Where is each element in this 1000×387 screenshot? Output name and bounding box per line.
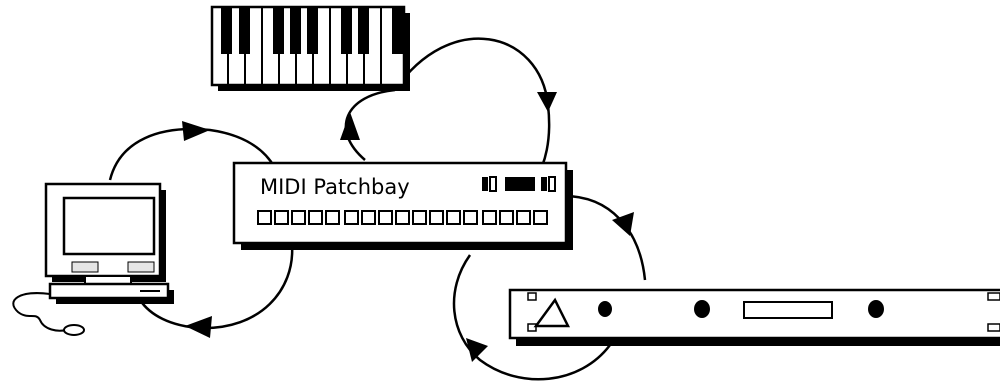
monitor-screen <box>62 196 156 256</box>
midi-keyboard-icon <box>210 5 410 91</box>
computer-base <box>48 282 170 300</box>
rack-loop-arc-bottom <box>452 254 611 381</box>
rack-knob-2 <box>694 300 710 318</box>
rack-ear-left-bottom <box>527 323 537 332</box>
patchbay-label: MIDI Patchbay <box>260 175 410 199</box>
patchbay-indicator-leds <box>482 176 556 192</box>
keyboard-connection-loop <box>344 37 551 181</box>
keyboard-loop-arc-return <box>393 37 551 181</box>
mouse-cable <box>12 292 67 332</box>
patchbay-port-row <box>257 210 548 225</box>
warning-triangle-icon <box>533 297 571 328</box>
arrow-to-computer-from-patchbay <box>185 316 212 338</box>
rack-loop-arc-top <box>561 194 647 281</box>
rack-sound-module-icon <box>508 288 1000 346</box>
rack-ear-right-top <box>987 292 1000 301</box>
midi-patchbay-icon: MIDI Patchbay <box>232 161 573 250</box>
arrow-to-patchbay-from-rack <box>466 338 488 362</box>
computer-icon <box>12 182 174 336</box>
keyboard-black-keys <box>221 7 403 54</box>
rack-knob-1 <box>598 301 612 317</box>
arrow-up-to-keyboard <box>340 112 360 140</box>
arrow-to-patchbay-from-computer <box>182 121 210 141</box>
monitor-bezel-right <box>127 261 155 273</box>
rack-display-window <box>743 301 833 319</box>
arrow-to-rack-from-patchbay <box>612 212 634 236</box>
rack-knob-3 <box>868 300 884 318</box>
computer-loop-arc-bottom <box>138 244 294 330</box>
rack-ear-left-top <box>527 292 537 301</box>
arrow-down-from-keyboard <box>537 92 557 112</box>
rack-ear-right-bottom <box>987 323 1000 332</box>
keyboard-loop-arc-out <box>344 88 396 161</box>
monitor-bezel-left <box>71 261 99 273</box>
patchbay-body <box>232 161 568 245</box>
mouse <box>63 324 85 336</box>
